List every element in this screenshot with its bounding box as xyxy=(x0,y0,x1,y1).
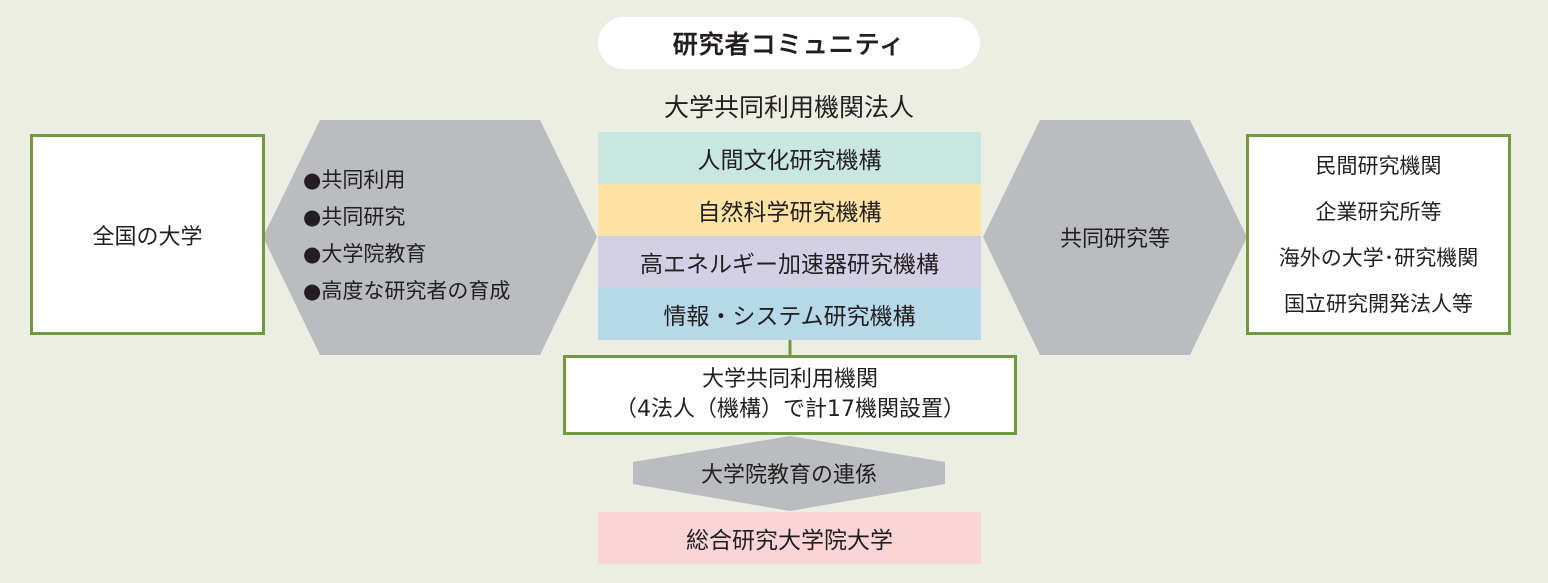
list-item: ●共同研究 xyxy=(303,205,406,229)
right-arrow-label: 共同研究等 xyxy=(1059,227,1170,252)
universities-box: 全国の大学 xyxy=(30,134,265,335)
left-arrow-list: ●共同利用 ●共同研究 ●大学院教育 ●高度な研究者の育成 xyxy=(303,162,510,310)
org-band-natural-sciences: 自然科学研究機構 xyxy=(598,184,981,236)
list-item: 民間研究機関 xyxy=(1315,153,1442,178)
bottom-arrow-label: 大学院教育の連係 xyxy=(700,463,877,488)
list-item: 国立研究開発法人等 xyxy=(1284,291,1473,316)
corporation-title: 大学共同利用機関法人 xyxy=(663,93,914,122)
right-double-arrow xyxy=(983,120,1247,355)
graduate-university-box: 総合研究大学院大学 xyxy=(598,512,981,564)
list-item: ●大学院教育 xyxy=(303,242,427,266)
left-double-arrow xyxy=(263,120,597,355)
org-band-information-systems: 情報・システム研究機構 xyxy=(598,288,981,340)
researcher-community-pill: 研究者コミュニティ xyxy=(598,17,980,69)
list-item: 企業研究所等 xyxy=(1315,199,1442,224)
partners-box: 民間研究機関 企業研究所等 海外の大学･研究機関 国立研究開発法人等 xyxy=(1246,134,1511,335)
org-band-humanities: 人間文化研究機構 xyxy=(598,132,981,184)
list-item: ●高度な研究者の育成 xyxy=(303,279,511,303)
list-item: 海外の大学･研究機関 xyxy=(1278,245,1479,270)
org-band-kek: 高エネルギー加速器研究機構 xyxy=(598,236,981,288)
institutes-box: 大学共同利用機関 （4法人（機構）で計17機関設置） xyxy=(563,355,1017,435)
list-item: ●共同利用 xyxy=(303,168,406,192)
institutes-title: 大学共同利用機関 xyxy=(701,367,878,392)
institutes-subtitle: （4法人（機構）で計17機関設置） xyxy=(615,397,965,422)
bottom-double-arrow xyxy=(633,436,945,511)
